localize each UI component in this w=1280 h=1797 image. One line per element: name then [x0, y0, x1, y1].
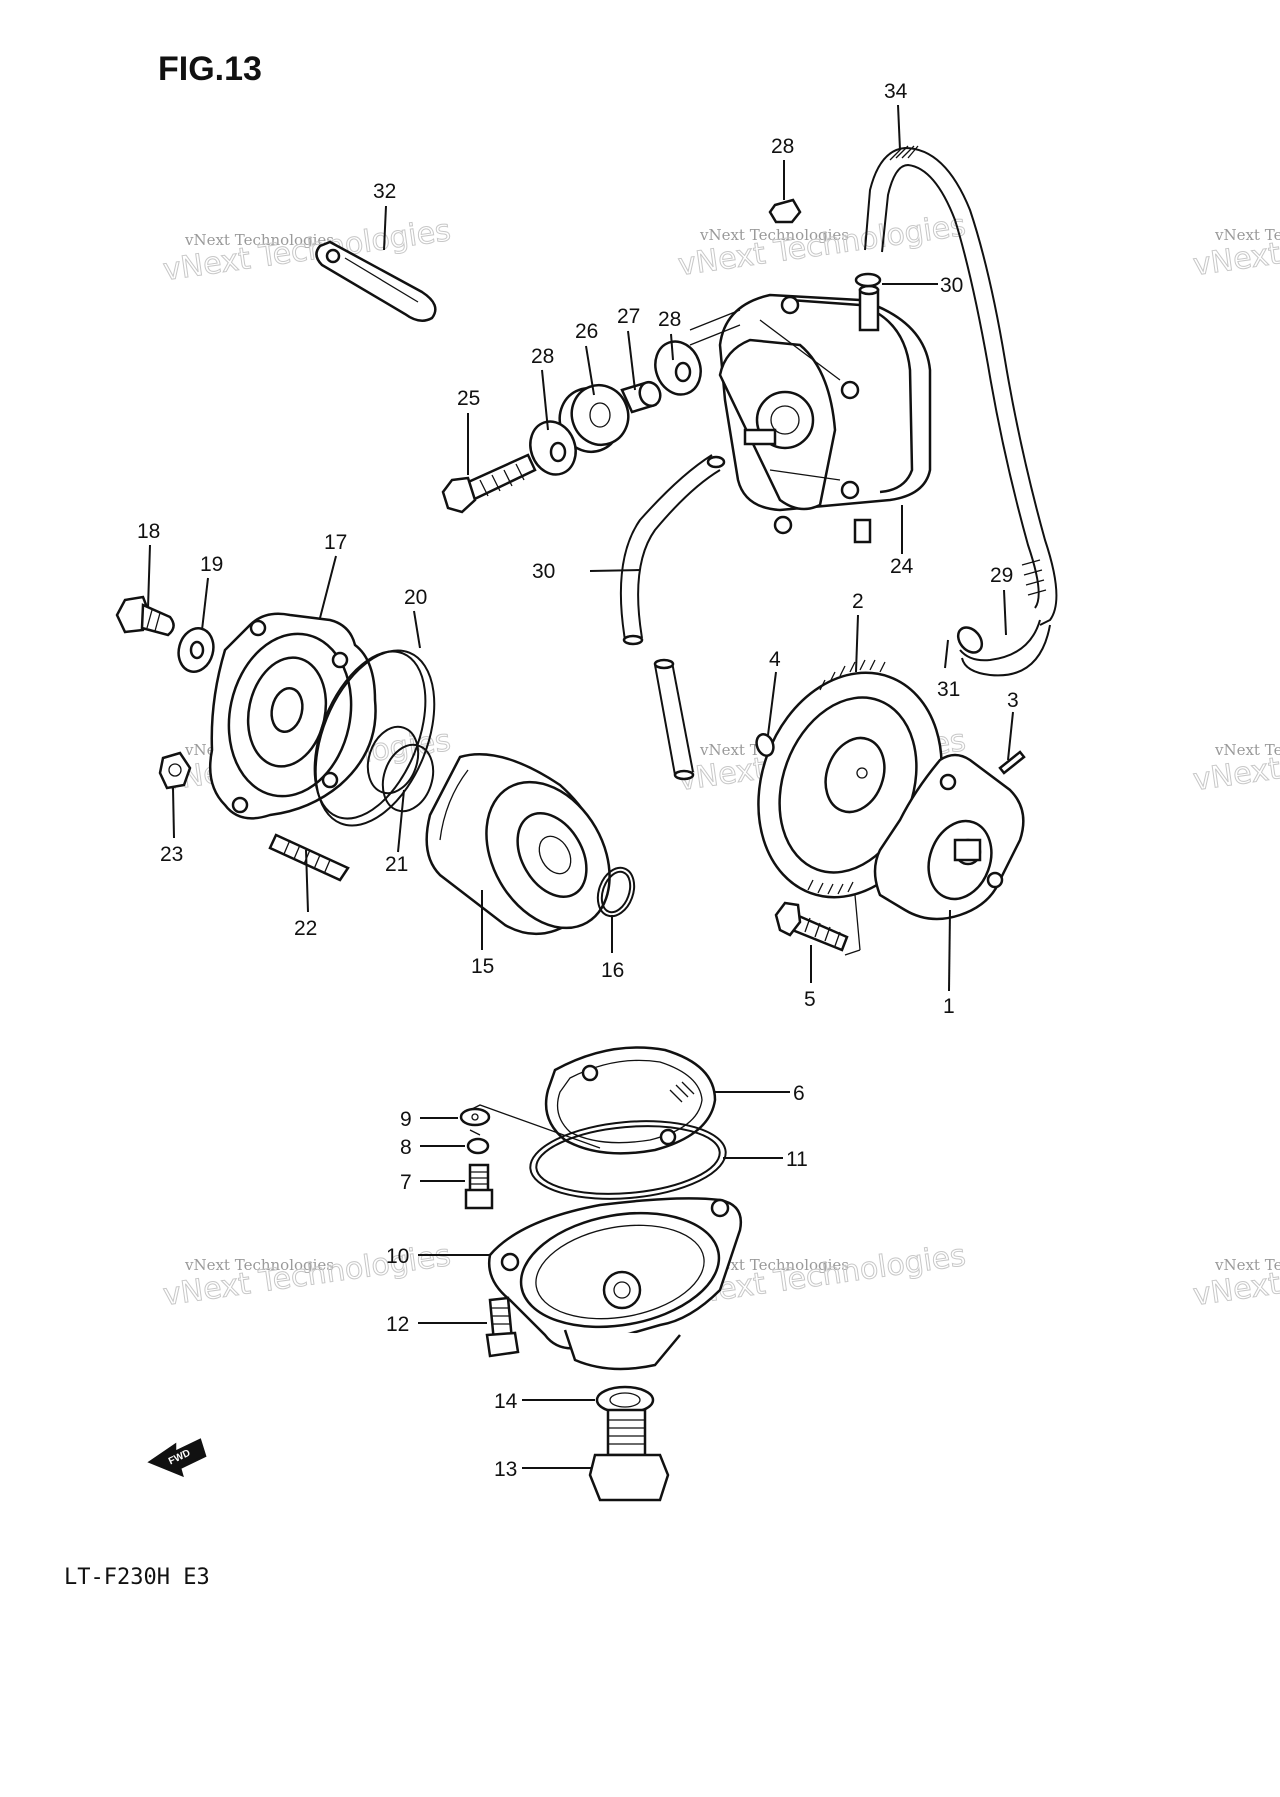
part-13-drain-plug [588, 1408, 670, 1502]
callout-23: 23 [160, 843, 183, 866]
callout-5: 5 [804, 988, 816, 1011]
callout-32-top: 30 [940, 274, 963, 297]
part-33-bracket [315, 240, 437, 322]
svg-text:vNext Technologies: vNext Technologies [161, 213, 453, 288]
model-label: LT-F230H E3 [64, 1565, 210, 1590]
fwd-arrow-icon: FWD [147, 1438, 207, 1478]
callout-27: 27 [617, 305, 640, 328]
part-21-o-rings [366, 725, 435, 813]
svg-text:vNext Technologies: vNext Technologies [699, 226, 849, 244]
callout-28-left: 28 [531, 345, 554, 368]
callout-14: 14 [494, 1390, 518, 1413]
callout-28-right: 28 [658, 308, 681, 331]
svg-text:vNext Technologies: vNext Technologies [1214, 1256, 1280, 1274]
callout-1: 1 [943, 995, 955, 1018]
callout-22: 22 [294, 917, 317, 940]
svg-text:vNext Technologies: vNext Technologies [676, 208, 968, 283]
leader-lines [147, 104, 1014, 1469]
part-3-pin [998, 750, 1026, 775]
part-29-cap [768, 198, 802, 224]
callout-32-bottom: 31 [937, 678, 960, 701]
callout-31: 30 [532, 560, 555, 583]
part-22-stud [268, 833, 350, 882]
callout-25: 25 [457, 387, 480, 410]
callout-24: 24 [890, 555, 914, 578]
part-24-fuel-pump [718, 284, 932, 544]
part-26-grommet [558, 383, 630, 454]
callout-18: 18 [137, 520, 160, 543]
callout-19: 19 [200, 553, 223, 576]
part-11-o-ring [529, 1120, 727, 1200]
part-20-o-ring [313, 649, 436, 827]
part-17-filter-cover [208, 612, 377, 820]
callout-3: 3 [1007, 689, 1019, 712]
callout-6: 6 [793, 1082, 805, 1105]
svg-text:vNext Technologies: vNext Technologies [1191, 208, 1280, 283]
callout-15: 15 [471, 955, 494, 978]
part-28-washer-right [654, 340, 702, 396]
callout-11: 11 [786, 1148, 808, 1171]
callout-4: 4 [769, 648, 781, 671]
part-16-o-ring [596, 866, 636, 918]
part-18-bolt [115, 595, 175, 637]
callout-8: 8 [400, 1136, 412, 1159]
part-25-bolt [441, 453, 537, 514]
callout-9: 9 [400, 1108, 412, 1131]
callout-7: 7 [400, 1171, 412, 1194]
svg-text:vNext Technologies: vNext Technologies [184, 231, 334, 249]
callout-29: 28 [771, 135, 794, 158]
part-1-oil-pump [873, 753, 1025, 921]
callout-34: 34 [884, 80, 908, 103]
part-9-washer [459, 1107, 491, 1127]
callout-33: 32 [373, 180, 396, 203]
part-12-bolt [485, 1296, 520, 1358]
part-7-screw [464, 1163, 494, 1210]
part-34-hose [864, 145, 1058, 626]
part-28-washer-left [529, 420, 577, 476]
svg-text:vNext Technologies: vNext Technologies [184, 1256, 334, 1274]
callout-2: 2 [852, 590, 864, 613]
part-23-nut [158, 751, 192, 790]
svg-text:vNext Technologies: vNext Technologies [1191, 1238, 1280, 1313]
svg-text:vNext Technologies: vNext Technologies [1191, 723, 1280, 798]
part-15-oil-filter [425, 753, 611, 936]
svg-text:vNext Technologies: vNext Technologies [1214, 226, 1280, 244]
part-31-hose [619, 454, 726, 781]
part-8-washer [466, 1137, 490, 1155]
callout-10: 10 [386, 1245, 409, 1268]
callout-26: 26 [575, 320, 598, 343]
callout-labels: 32 34 28 30 28 27 26 28 25 24 30 29 31 1… [137, 80, 1019, 1481]
callout-13: 13 [494, 1458, 517, 1481]
part-32-clip-top [854, 272, 882, 288]
svg-text:vNext Technologies: vNext Technologies [1214, 741, 1280, 759]
part-10-cover [487, 1197, 743, 1371]
callout-21: 21 [385, 853, 408, 876]
callout-30: 29 [990, 564, 1013, 587]
callout-16: 16 [601, 959, 624, 982]
part-27-collar [620, 380, 662, 414]
part-5-bolt [774, 901, 849, 952]
callout-20: 20 [404, 586, 427, 609]
part-19-washer [177, 627, 215, 673]
svg-text:vNext Technologies: vNext Technologies [699, 1256, 849, 1274]
callout-12: 12 [386, 1313, 409, 1336]
part-4-pin [755, 733, 775, 757]
part-30-hose [956, 619, 1051, 677]
callout-17: 17 [324, 531, 347, 554]
figure-title: FIG.13 [158, 50, 262, 88]
